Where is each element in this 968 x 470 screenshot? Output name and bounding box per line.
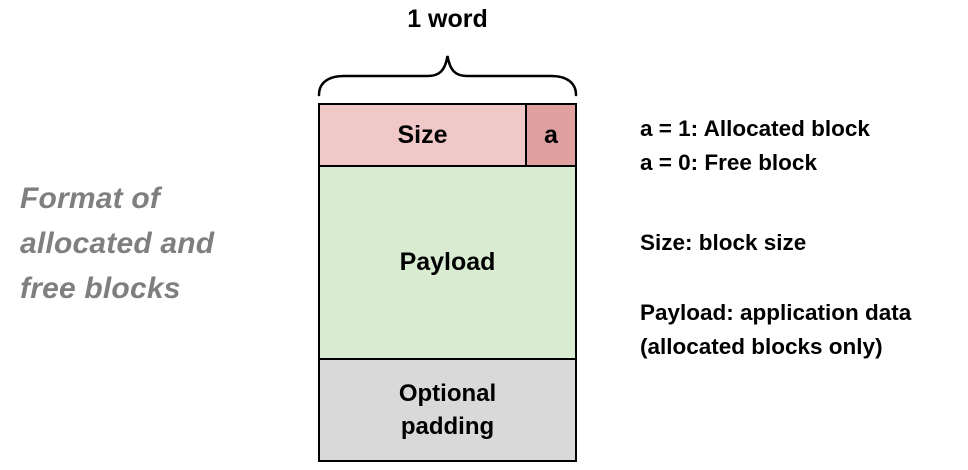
legend-line: (allocated blocks only) bbox=[640, 334, 883, 359]
legend-group-flag: a = 1: Allocated block a = 0: Free block bbox=[640, 112, 870, 180]
allocated-flag-field: a bbox=[525, 105, 575, 165]
legend-group-size: Size: block size bbox=[640, 226, 806, 260]
legend-group-payload: Payload: application data (allocated blo… bbox=[640, 296, 911, 364]
header-row: Size a bbox=[320, 105, 575, 167]
diagram-caption: Format of allocated and free blocks bbox=[20, 176, 214, 311]
legend-line: a = 1: Allocated block bbox=[640, 116, 870, 141]
caption-line: Format of bbox=[20, 182, 161, 215]
padding-label-line: padding bbox=[400, 413, 495, 440]
size-field: Size bbox=[320, 105, 525, 165]
padding-label-line: Optional bbox=[398, 380, 497, 407]
caption-line: allocated and bbox=[20, 227, 215, 260]
width-label: 1 word bbox=[407, 5, 488, 33]
top-curly-brace-icon bbox=[317, 55, 578, 97]
padding-field: Optional padding bbox=[320, 360, 575, 460]
legend-line: Size: block size bbox=[640, 230, 807, 255]
payload-field: Payload bbox=[320, 167, 575, 360]
block-diagram: Size a Payload Optional padding bbox=[318, 103, 577, 462]
legend-line: a = 0: Free block bbox=[640, 150, 817, 175]
caption-line: free blocks bbox=[20, 272, 181, 305]
legend-line: Payload: application data bbox=[640, 300, 912, 325]
